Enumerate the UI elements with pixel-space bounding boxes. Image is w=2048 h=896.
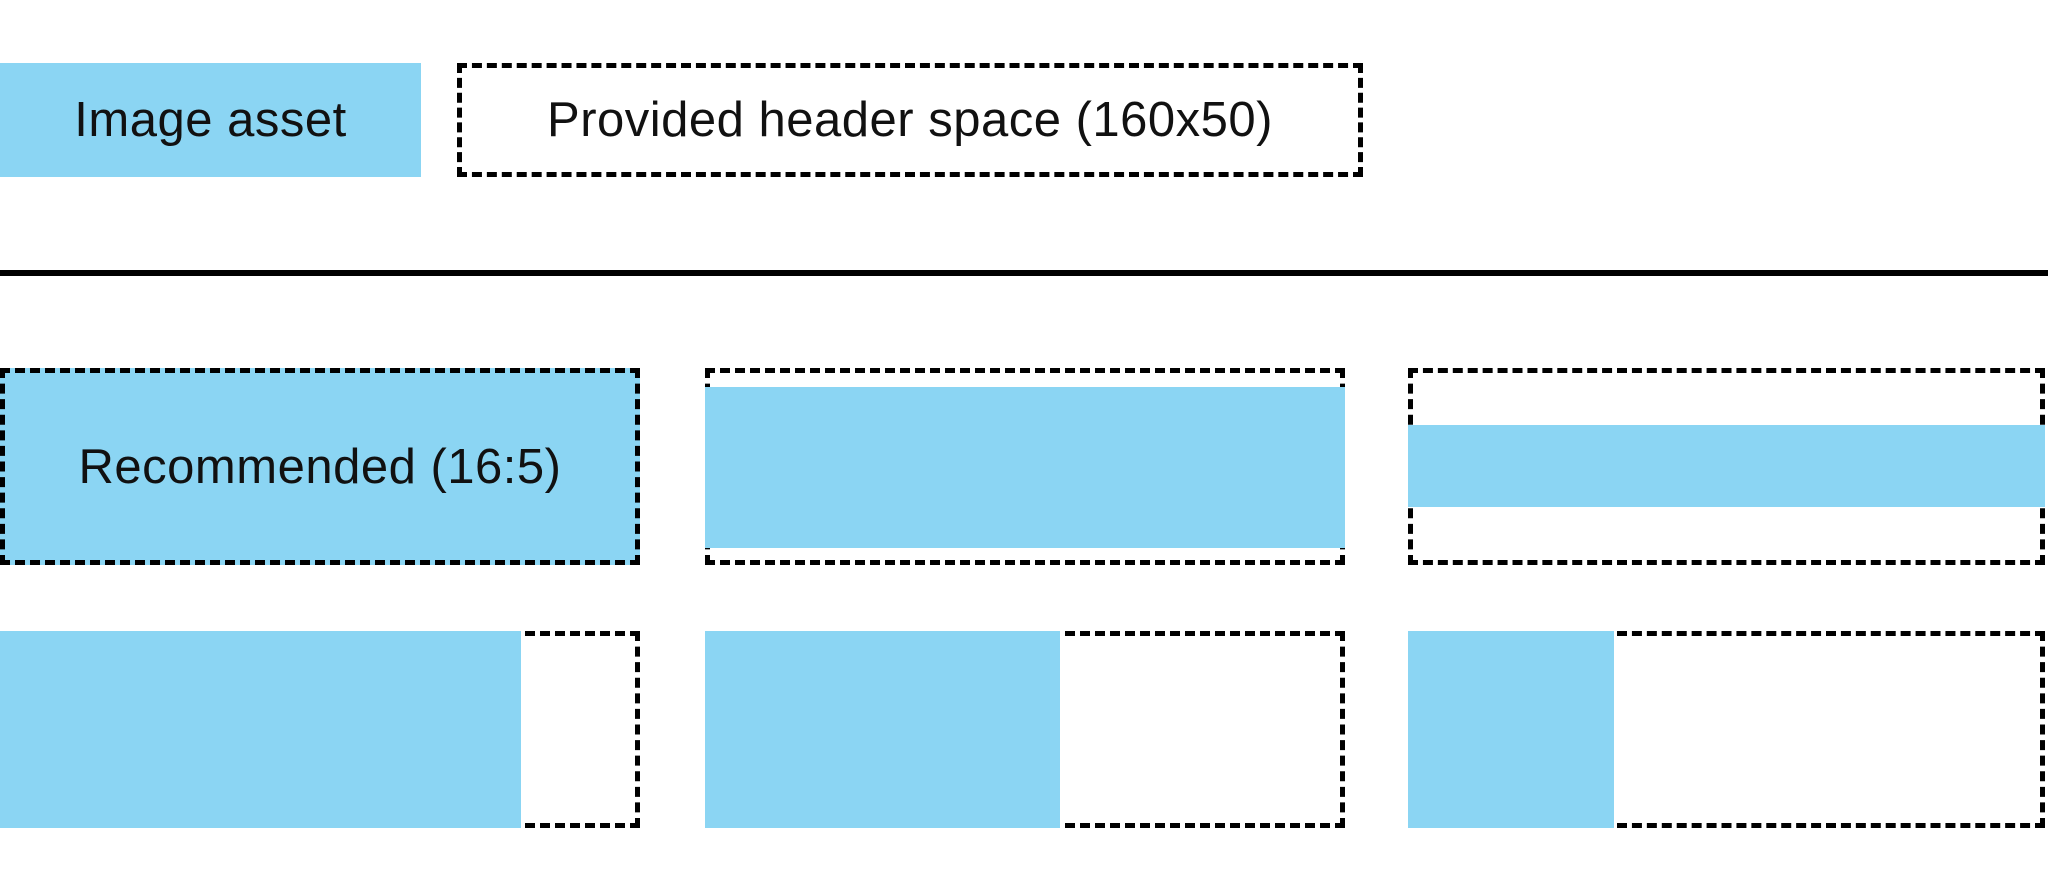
example-box-recommended: Recommended (16:5)	[0, 368, 640, 565]
recommended-label: Recommended (16:5)	[78, 439, 562, 494]
image-asset-fill	[705, 631, 1060, 828]
legend-image-asset-label: Image asset	[74, 93, 347, 147]
legend-header-space-label: Provided header space (160x50)	[547, 93, 1273, 147]
legend-header-space-box: Provided header space (160x50)	[457, 63, 1363, 177]
example-box-banner-strip	[1408, 368, 2045, 565]
legend-image-asset-swatch: Image asset	[0, 63, 421, 177]
example-box-partial-width-small	[1408, 631, 2045, 828]
example-box-partial-width-medium	[705, 631, 1345, 828]
example-box-shorter-image	[705, 368, 1345, 565]
example-box-partial-width-large	[0, 631, 640, 828]
image-asset-fill	[0, 631, 521, 828]
image-asset-fill	[705, 387, 1345, 548]
image-asset-fill	[1408, 631, 1614, 828]
image-asset-fill	[1408, 425, 2045, 507]
separator-line	[0, 270, 2048, 276]
